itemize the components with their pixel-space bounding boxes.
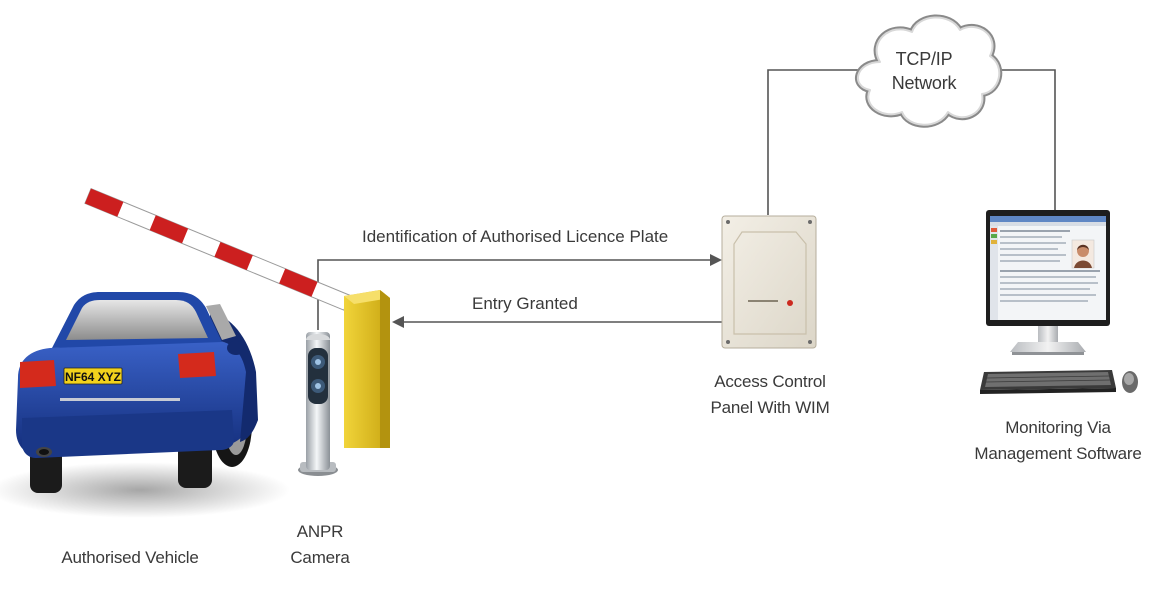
barrier-housing-icon xyxy=(344,290,390,448)
car-icon xyxy=(0,292,290,518)
monitor-label-line1: Monitoring Via xyxy=(1005,418,1111,437)
entry-granted-label: Entry Granted xyxy=(472,294,578,313)
network-cloud-icon xyxy=(855,14,1003,128)
identification-arrow xyxy=(317,254,722,330)
barrier-arm-icon xyxy=(84,187,351,311)
identification-label: Identification of Authorised Licence Pla… xyxy=(362,227,669,246)
camera-label-line2: Camera xyxy=(290,548,350,567)
anpr-camera-icon xyxy=(298,332,338,476)
vehicle-label: Authorised Vehicle xyxy=(61,548,199,567)
licence-plate-text: NF64 XYZ xyxy=(65,370,121,384)
network-connection-lines xyxy=(767,69,1056,215)
network-label-line1: TCP/IP xyxy=(895,49,953,69)
camera-label-line1: ANPR xyxy=(296,522,344,541)
mouse-icon xyxy=(1122,371,1138,393)
keyboard-icon xyxy=(980,370,1116,394)
computer-monitor-icon xyxy=(986,210,1110,355)
access-control-panel-icon xyxy=(721,215,817,349)
network-label-line2: Network xyxy=(891,73,957,93)
monitor-label-line2: Management Software xyxy=(974,444,1142,463)
panel-label-line1: Access Control xyxy=(714,372,826,391)
panel-label-line2: Panel With WIM xyxy=(710,398,830,417)
